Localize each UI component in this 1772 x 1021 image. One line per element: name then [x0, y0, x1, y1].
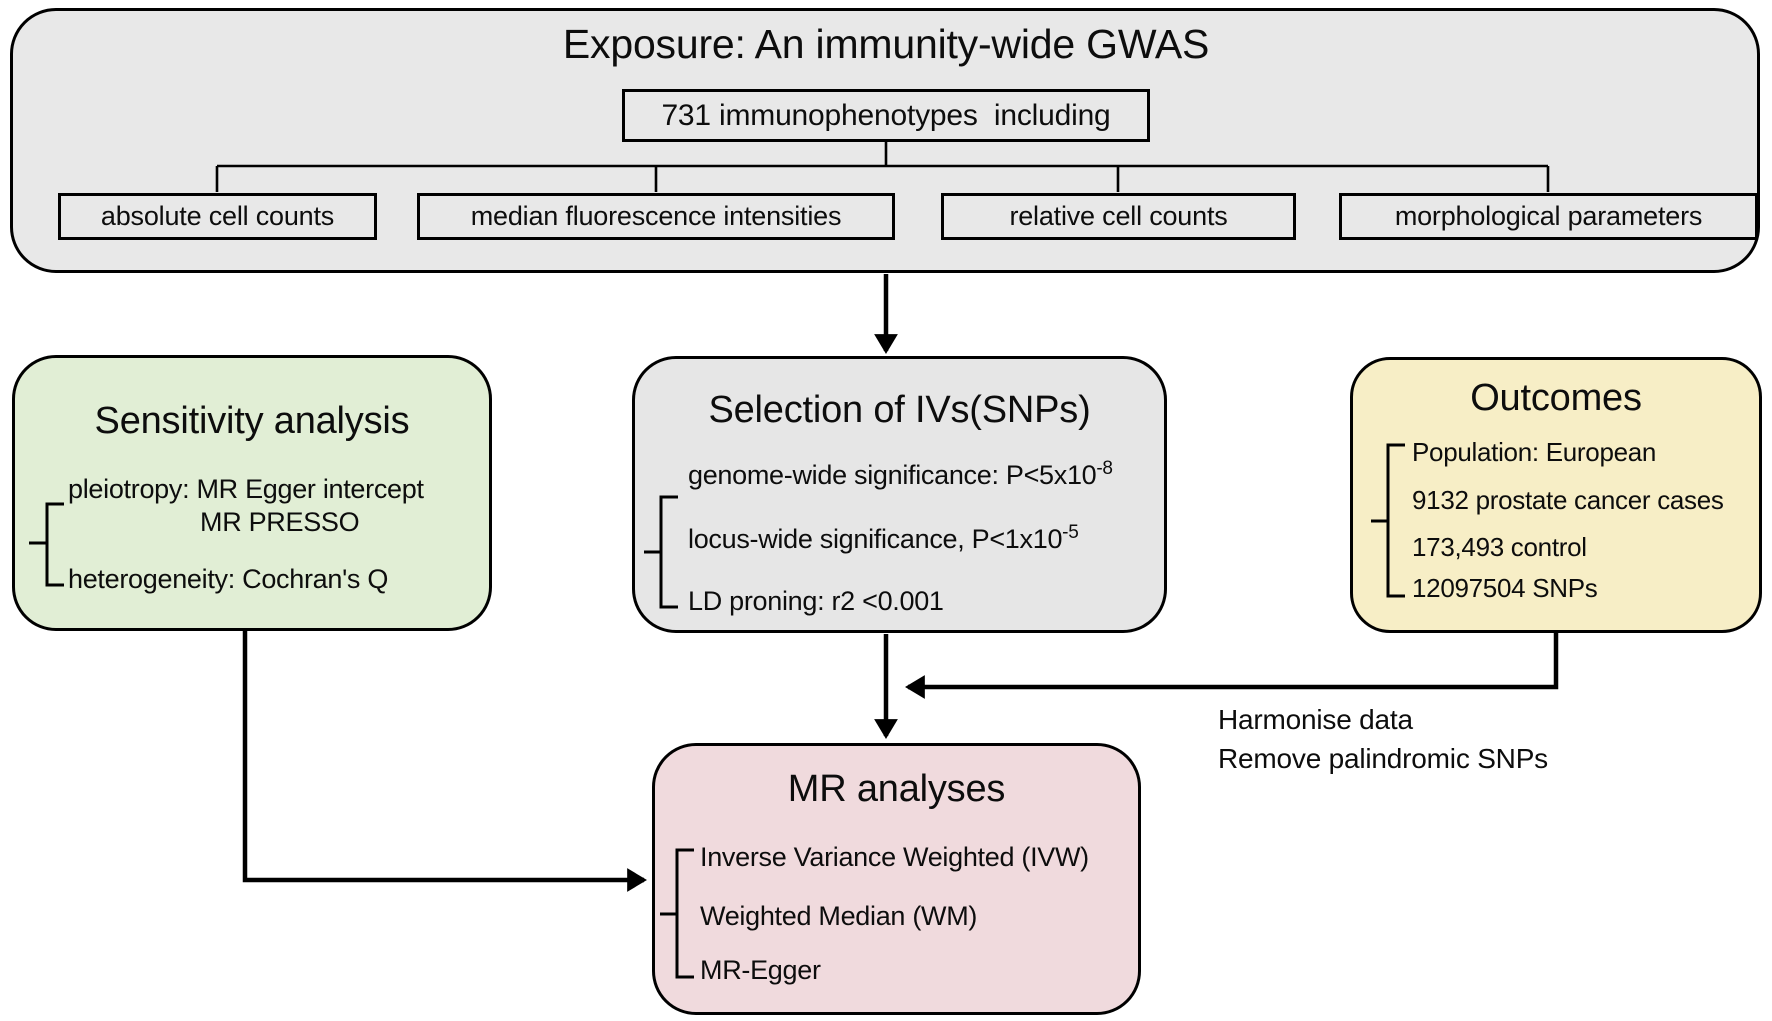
selection-item-genome-wide-exponent: -8: [1096, 458, 1113, 479]
harmonise-annotation-line1: Harmonise data: [1218, 704, 1413, 735]
mr-analyses-title: MR analyses: [787, 768, 1006, 810]
selection-item-genome-wide: genome-wide significance: P<5x10-8: [688, 458, 1113, 496]
selection-item-locus-wide: locus-wide significance, P<1x10-5: [688, 522, 1079, 560]
outcomes-box: [1350, 357, 1762, 633]
sensitivity-mr-presso-line: MR PRESSO: [200, 507, 360, 537]
selection-box: [632, 356, 1167, 633]
sensitivity-box: [12, 355, 492, 631]
category-box-relative-cell-counts: relative cell counts: [941, 193, 1296, 240]
outcomes-item-cases: 9132 prostate cancer cases: [1412, 485, 1724, 515]
selection-item-locus-wide-text: locus-wide significance, P<1x10: [688, 524, 1063, 554]
exposure-title: Exposure: An immunity-wide GWAS: [562, 21, 1210, 67]
mr-item-weighted-median: Weighted Median (WM): [700, 901, 978, 931]
harmonise-annotation: Harmonise data Remove palindromic SNPs: [1218, 700, 1548, 778]
category-box-absolute-cell-counts: absolute cell counts: [58, 193, 377, 240]
mr-analyses-box: [652, 743, 1141, 1015]
sensitivity-heterogeneity-line: heterogeneity: Cochran's Q: [68, 564, 389, 594]
outcomes-item-population: Population: European: [1412, 437, 1657, 467]
harmonise-annotation-line2: Remove palindromic SNPs: [1218, 743, 1548, 774]
selection-item-locus-wide-exponent: -5: [1062, 522, 1079, 543]
category-box-morphological-parameters: morphological parameters: [1339, 193, 1758, 240]
mr-item-mr-egger: MR-Egger: [700, 955, 821, 985]
selection-title: Selection of IVs(SNPs): [708, 389, 1091, 431]
outcomes-title: Outcomes: [1470, 377, 1642, 419]
sensitivity-pleiotropy-line: pleiotropy: MR Egger intercept: [68, 474, 424, 504]
sensitivity-title: Sensitivity analysis: [94, 400, 410, 442]
category-box-median-fluorescence: median fluorescence intensities: [417, 193, 895, 240]
arrow-sensitivity-to-mr: [242, 629, 647, 892]
mr-item-ivw: Inverse Variance Weighted (IVW): [700, 842, 1089, 872]
outcomes-item-snps: 12097504 SNPs: [1412, 573, 1598, 603]
phenotypes-box: 731 immunophenotypes including: [622, 89, 1150, 142]
selection-item-genome-wide-text: genome-wide significance: P<5x10: [688, 460, 1097, 490]
selection-item-ld-pruning: LD proning: r2 <0.001: [688, 584, 944, 622]
arrow-outcomes-to-mr: [905, 631, 1559, 699]
selection-item-ld-pruning-text: LD proning: r2 <0.001: [688, 586, 944, 616]
outcomes-item-controls: 173,493 control: [1412, 532, 1587, 562]
